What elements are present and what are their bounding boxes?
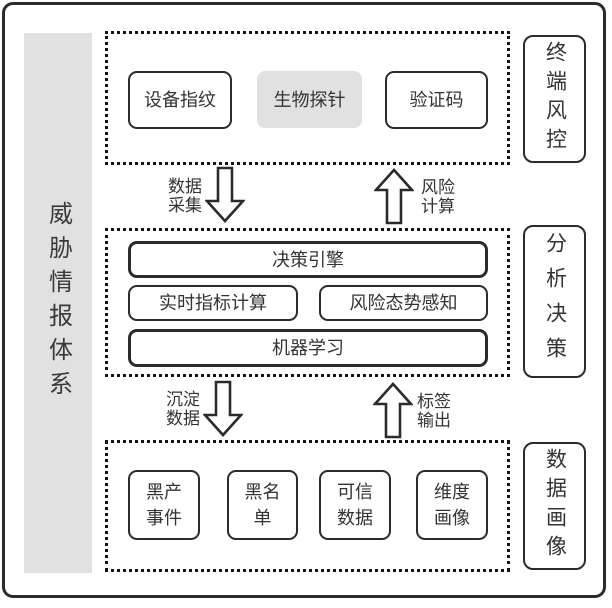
arrow-label-data-collection: 数据采集 [168, 177, 205, 215]
label-analysis-decision: 分析决策 [523, 225, 586, 378]
node-dimension-profile: 维度画像 [416, 470, 488, 540]
node-risk-situation: 风险态势感知 [319, 285, 488, 321]
arrow-label-label-output-text: 标签输出 [417, 392, 451, 430]
node-blacklist-label: 黑名单 [244, 482, 281, 528]
node-machine-learning: 机器学习 [128, 329, 488, 367]
arrow-label-deposit-data-text: 沉淀数据 [166, 390, 200, 428]
node-realtime-metrics-label: 实时指标计算 [159, 293, 267, 313]
node-bio-probe: 生物探针 [257, 71, 362, 128]
deposit-data-down-arrow-icon [203, 380, 243, 437]
node-decision-engine: 决策引擎 [128, 241, 488, 278]
threat-intel-label: 威胁情报体系 [44, 201, 72, 405]
arrow-label-risk-calculation-text: 风险计算 [421, 178, 455, 216]
label-output-up-arrow-icon [373, 382, 413, 439]
node-bio-probe-label: 生物探针 [273, 89, 346, 110]
arrow-label-data-collection-text: 数据采集 [168, 177, 202, 215]
node-device-fingerprint: 设备指纹 [128, 71, 232, 129]
node-fraud-events-label: 黑产事件 [146, 482, 182, 528]
node-fraud-events: 黑产事件 [128, 470, 200, 540]
node-trusted-data-label: 可信数据 [337, 482, 373, 528]
node-risk-situation-label: 风险态势感知 [349, 293, 458, 313]
node-captcha: 验证码 [385, 71, 488, 129]
label-data-profile: 数据画像 [523, 442, 586, 570]
arrow-label-label-output: 标签输出 [417, 392, 454, 430]
data-collection-down-arrow-icon [205, 166, 245, 223]
risk-calculation-up-arrow-icon [374, 168, 414, 225]
node-decision-engine-label: 决策引擎 [272, 249, 344, 270]
label-data-profile-text: 数据画像 [543, 448, 567, 564]
node-blacklist: 黑名单 [227, 470, 298, 540]
node-realtime-metrics: 实时指标计算 [128, 285, 298, 321]
arrow-label-risk-calculation: 风险计算 [421, 178, 458, 216]
threat-intel-sidebar: 威胁情报体系 [24, 33, 92, 573]
node-captcha-label: 验证码 [409, 90, 464, 110]
node-machine-learning-label: 机器学习 [272, 338, 344, 358]
node-dimension-profile-label: 维度画像 [434, 482, 470, 528]
label-terminal-risk: 终端风控 [523, 35, 586, 163]
node-trusted-data: 可信数据 [319, 470, 391, 540]
node-device-fingerprint-label: 设备指纹 [144, 90, 216, 110]
label-terminal-risk-text: 终端风控 [543, 41, 567, 157]
label-analysis-decision-text: 分析决策 [543, 231, 567, 372]
arrow-label-deposit-data: 沉淀数据 [166, 390, 203, 428]
